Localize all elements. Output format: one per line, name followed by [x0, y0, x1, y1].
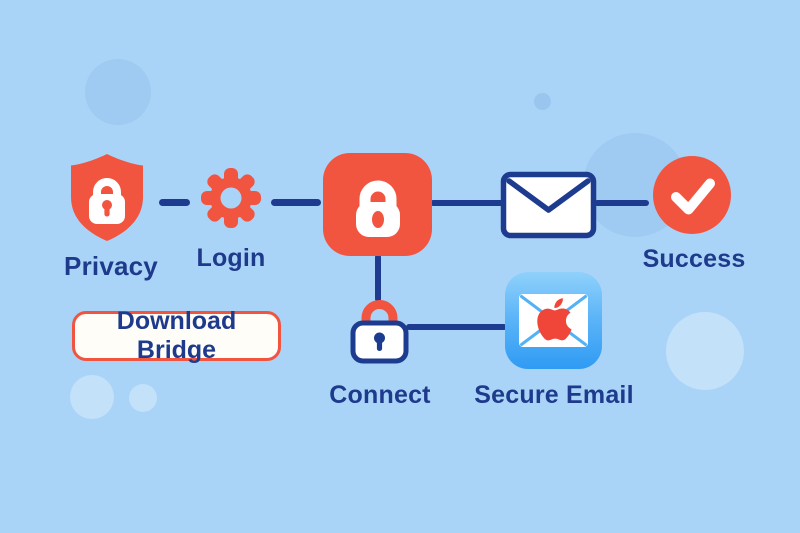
apple-mail-icon	[505, 272, 602, 369]
success-label: Success	[642, 245, 746, 273]
connector-line	[594, 200, 649, 206]
connect-label: Connect	[329, 381, 431, 409]
envelope-icon	[500, 171, 597, 239]
decorative-circle	[85, 59, 151, 125]
lock-icon	[355, 180, 400, 237]
connector-line	[406, 324, 507, 330]
decorative-circle	[70, 375, 114, 419]
check-icon	[671, 178, 715, 215]
download-bridge-button[interactable]: Download Bridge	[72, 307, 281, 364]
connector-dash	[159, 199, 190, 206]
apple-mail-envelope	[519, 294, 588, 347]
decorative-circle	[666, 312, 744, 390]
connector-line-vertical	[375, 254, 381, 302]
privacy-label: Privacy	[64, 251, 158, 281]
secure-email-label: Secure Email	[474, 381, 634, 409]
padlock-icon	[350, 300, 409, 364]
encryption-lock-tile	[323, 153, 432, 256]
decorative-circle	[129, 384, 157, 412]
shield-lock-icon	[71, 154, 143, 241]
connector-line	[430, 200, 504, 206]
decorative-circle	[534, 93, 551, 110]
success-check-circle	[653, 156, 731, 234]
login-label: Login	[196, 244, 266, 272]
gear-icon	[201, 168, 261, 228]
connector-dash	[271, 199, 321, 206]
